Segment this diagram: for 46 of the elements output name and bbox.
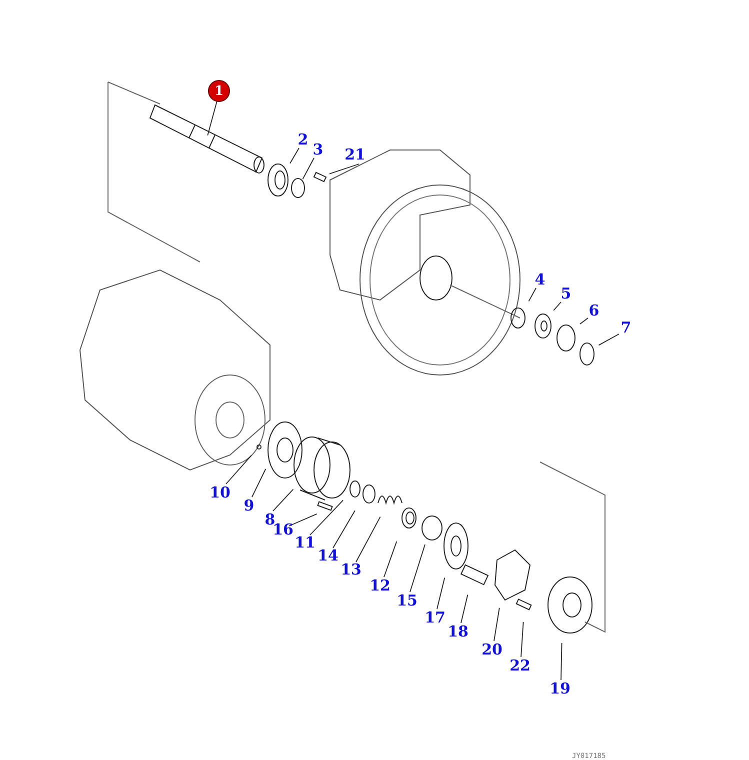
- leader-line: [598, 334, 620, 346]
- callout-number: 2: [298, 132, 308, 148]
- leader-line: [332, 510, 356, 548]
- leader-line: [384, 540, 398, 578]
- callout-number: 15: [396, 594, 418, 608]
- leader-line: [580, 318, 588, 324]
- callout-number: 21: [344, 148, 366, 162]
- callout-number: 13: [340, 562, 362, 578]
- leader-line: [226, 455, 252, 484]
- leader-line: [560, 642, 562, 680]
- callout-number: 18: [448, 624, 468, 640]
- leader-line: [460, 594, 468, 624]
- leader-line: [288, 514, 318, 526]
- callout-number: 20: [482, 642, 502, 658]
- callout-number: 11: [294, 536, 316, 550]
- callout-number: 4: [534, 272, 546, 288]
- leader-line: [252, 468, 266, 498]
- o-ring-drawing: [291, 178, 305, 198]
- callout-number: 10: [210, 486, 230, 500]
- callout-number: 22: [510, 658, 530, 674]
- leader-line: [272, 488, 294, 512]
- callout-number: 7: [620, 320, 632, 336]
- callout-number: 19: [550, 682, 570, 696]
- callout-number: 5: [560, 286, 572, 302]
- leader-line: [528, 288, 536, 302]
- leader-line: [436, 577, 446, 610]
- callout-number: 12: [370, 578, 390, 594]
- pin-drawing: [313, 172, 327, 182]
- leader-line: [410, 544, 426, 592]
- callout-number: 14: [318, 548, 338, 564]
- leader-line: [302, 158, 314, 180]
- leader-line: [290, 148, 300, 164]
- callout-number: 3: [312, 142, 324, 158]
- leader-line: [520, 622, 524, 658]
- leader-line: [494, 607, 500, 642]
- callout-number: 6: [588, 304, 600, 318]
- callout-number: 8: [264, 512, 276, 528]
- callout-number: 17: [424, 610, 446, 626]
- leader-line: [207, 100, 218, 136]
- leader-line: [310, 500, 344, 536]
- callout-number: 16: [272, 522, 294, 538]
- callout-number: 9: [244, 498, 254, 514]
- leader-line: [356, 516, 381, 562]
- callout-number: 1: [208, 80, 230, 102]
- leader-line: [329, 164, 360, 174]
- leader-line: [553, 302, 562, 311]
